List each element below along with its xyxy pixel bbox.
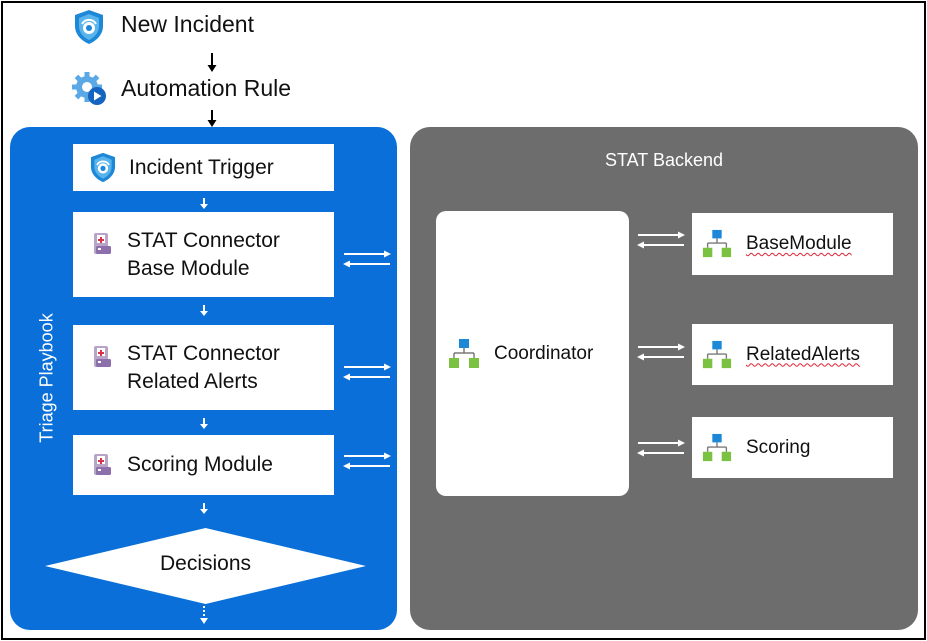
stat-connector-related-alerts-card[interactable]: STAT Connector Related Alerts [73, 325, 334, 410]
incident-trigger-label: Incident Trigger [129, 155, 274, 179]
related-alerts-card[interactable]: RelatedAlerts [692, 324, 893, 385]
logic-app-icon [448, 338, 480, 370]
related-alerts-line2: Related Alerts [127, 369, 258, 393]
automation-rule-label: Automation Rule [121, 75, 292, 101]
related-alerts-label: RelatedAlerts [746, 343, 861, 365]
flow-arrow-5 [199, 418, 209, 430]
shield-icon [73, 9, 105, 45]
shield-icon [89, 152, 117, 183]
base-module-card[interactable]: BaseModule [692, 213, 893, 275]
stat-backend-title: STAT Backend [604, 150, 724, 170]
scoring-module-card[interactable]: Scoring Module [73, 435, 334, 495]
flow-arrow-4 [199, 305, 209, 317]
connector-icon [93, 232, 113, 256]
incident-trigger-card[interactable]: Incident Trigger [73, 144, 334, 191]
coordinator-label: Coordinator [494, 342, 594, 364]
logic-app-icon [702, 229, 732, 259]
flow-arrow-3 [199, 198, 209, 210]
stat-connector-base-module-card[interactable]: STAT Connector Base Module [73, 212, 334, 297]
gear-play-icon [72, 72, 108, 106]
scoring-label: Scoring [746, 436, 811, 458]
logic-app-icon [702, 340, 732, 370]
connector-icon [93, 453, 113, 477]
base-module-line2: Base Module [127, 256, 250, 280]
logic-app-icon [702, 433, 732, 463]
related-alerts-connector-label: STAT Connector Related Alerts [127, 340, 280, 396]
new-incident-label: New Incident [121, 11, 254, 37]
related-alerts-line1: STAT Connector [127, 341, 280, 365]
scoring-card[interactable]: Scoring [692, 417, 893, 478]
coordinator-card[interactable]: Coordinator [436, 211, 629, 496]
exchange-arrows-base [342, 250, 392, 268]
connector-icon [93, 345, 113, 369]
module-arrows-related [636, 343, 686, 361]
decisions-diamond[interactable] [45, 528, 366, 604]
scoring-module-label: Scoring Module [127, 453, 273, 476]
exchange-arrows-scoring [342, 452, 392, 470]
flow-arrow-1 [206, 53, 218, 73]
dotted-arrow [199, 606, 209, 626]
base-module-line1: STAT Connector [127, 228, 280, 252]
flow-arrow-2 [206, 110, 218, 128]
triage-playbook-label: Triage Playbook [36, 313, 57, 443]
flow-arrow-6 [199, 503, 209, 515]
base-module-connector-label: STAT Connector Base Module [127, 227, 280, 283]
base-module-label: BaseModule [746, 233, 852, 254]
module-arrows-scoring [636, 439, 686, 457]
decisions-label: Decisions [159, 552, 252, 575]
exchange-arrows-related [342, 363, 392, 381]
module-arrows-base [636, 231, 686, 249]
